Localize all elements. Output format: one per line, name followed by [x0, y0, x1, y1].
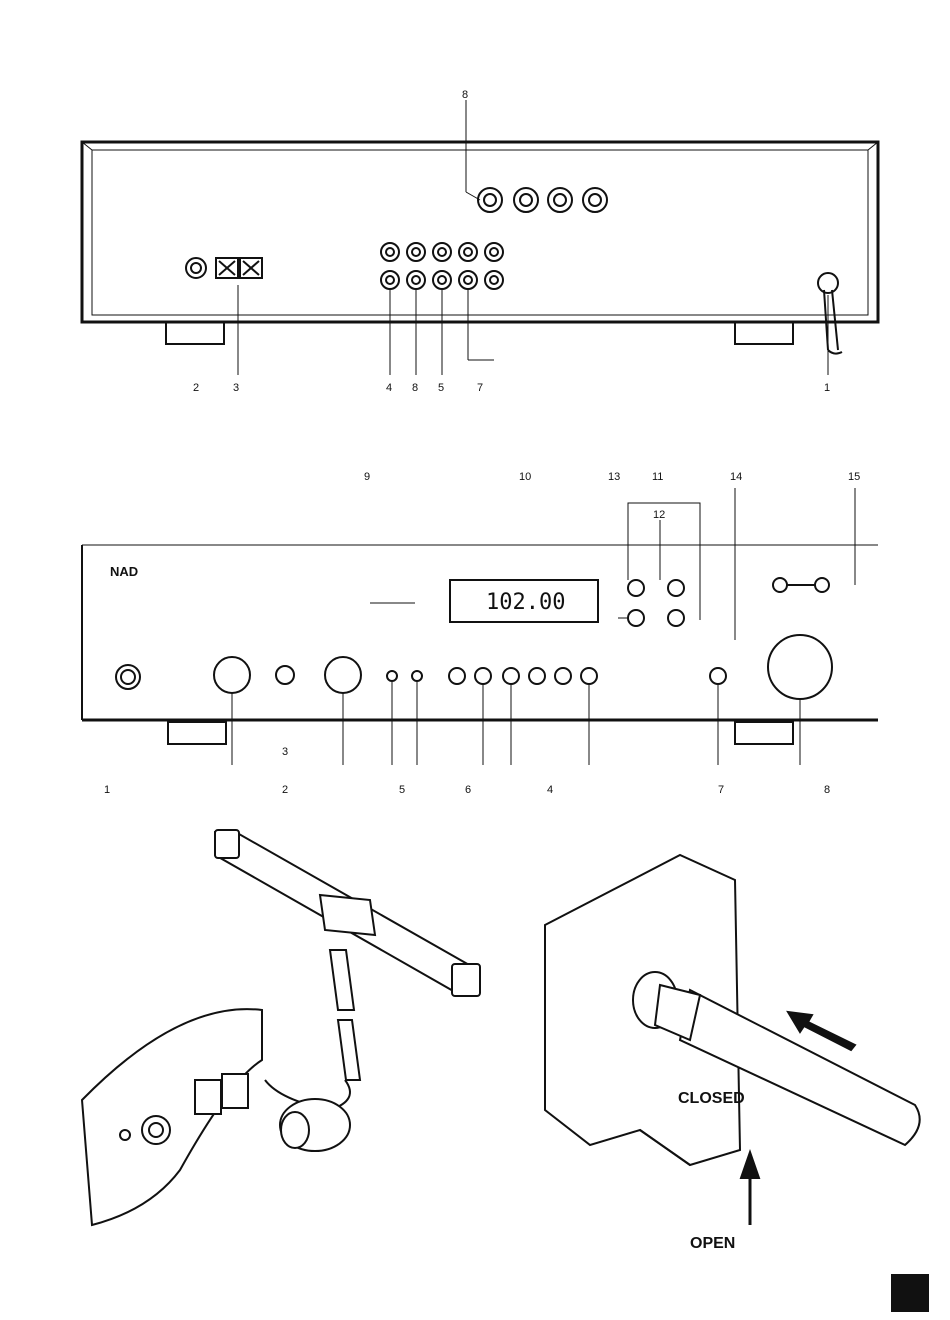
open-label: OPEN [690, 1235, 735, 1252]
headphone-jack [276, 666, 294, 684]
receiver-corner [82, 1009, 262, 1225]
front-callout: 5 [399, 784, 405, 796]
rear-power-cord [818, 273, 842, 354]
front-callout: 8 [824, 784, 830, 796]
front-callout: 7 [718, 784, 724, 796]
front-leader-lines [232, 488, 855, 765]
front-callout: 9 [364, 471, 370, 483]
rear-panel-diagram [82, 100, 878, 375]
front-callouts-bottom: 1 3 2 5 6 4 7 8 [104, 746, 830, 796]
front-brand-logo: NAD [110, 564, 138, 579]
knob-middle [325, 657, 361, 693]
front-callout: 14 [730, 471, 742, 483]
rear-panel-outline [82, 142, 878, 322]
rear-callout: 1 [824, 382, 830, 394]
front-callout: 6 [465, 784, 471, 796]
rear-callouts-bottom: 2 3 4 8 5 7 1 [193, 382, 830, 394]
front-callout-12: 12 [653, 509, 665, 521]
rear-callout: 4 [386, 382, 392, 394]
rear-callout-top: 8 [462, 89, 468, 101]
rear-callout: 8 [412, 382, 418, 394]
front-foot-left [168, 722, 226, 744]
front-callout: 2 [282, 784, 288, 796]
front-callouts-top: 9 10 13 11 14 15 12 [364, 471, 860, 521]
rear-foot-left [166, 322, 224, 344]
antenna-feed-line [330, 950, 354, 1010]
rear-rca-jacks [381, 243, 503, 289]
closed-label: CLOSED [678, 1090, 745, 1107]
rear-panel-inner [92, 150, 868, 315]
front-callout: 4 [547, 784, 553, 796]
speaker-terminal-illustration [545, 855, 920, 1225]
front-callout: 3 [282, 746, 288, 758]
front-callout: 1 [104, 784, 110, 796]
rear-callout: 3 [233, 382, 239, 394]
display-readout: 102.00 [486, 590, 565, 615]
front-callout: 11 [652, 471, 663, 483]
front-callout: 15 [848, 471, 860, 483]
rear-callout: 2 [193, 382, 199, 394]
rear-callout: 7 [477, 382, 483, 394]
rear-antenna-connectors [186, 258, 262, 278]
knob-left [214, 657, 250, 693]
front-callout: 10 [519, 471, 531, 483]
volume-knob [768, 635, 832, 699]
power-button [116, 665, 140, 689]
front-panel-diagram [82, 488, 878, 765]
rear-top-jacks [478, 188, 607, 212]
rear-foot-right [735, 322, 793, 344]
page-corner-marker [891, 1274, 929, 1312]
front-foot-right [735, 722, 793, 744]
front-callout: 13 [608, 471, 620, 483]
front-controls [116, 578, 832, 699]
fm-antenna-illustration [82, 830, 480, 1225]
rear-callout: 5 [438, 382, 444, 394]
